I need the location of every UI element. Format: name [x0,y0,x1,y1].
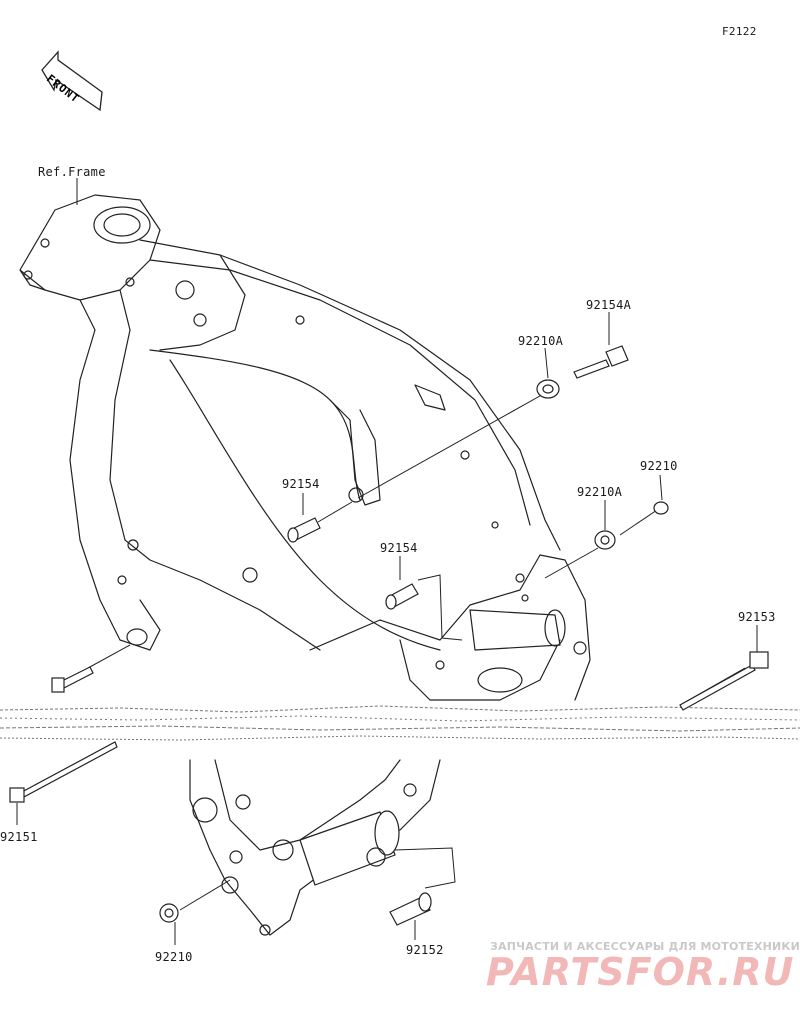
part-label[interactable]: 92154 [380,541,418,555]
part-label[interactable]: 92210 [155,950,193,964]
part-label[interactable]: 92210A [518,334,564,348]
part-label[interactable]: 92154A [586,298,632,312]
part-label[interactable]: 92210 [640,459,678,473]
part-label[interactable]: 92154 [282,477,320,491]
part-label[interactable]: 92153 [738,610,776,624]
watermark-logo: PARTSFOR.RU [486,950,795,994]
part-label[interactable]: 92210A [577,485,623,499]
figure-id-label: F2122 [722,25,757,38]
part-label[interactable]: 92151 [0,830,38,844]
part-label[interactable]: 92152 [406,943,444,957]
ref-frame-label: Ref.Frame [38,165,106,179]
watermark-tagline: ЗАПЧАСТИ И АКСЕССУАРЫ ДЛЯ МОТОТЕХНИКИ [490,940,800,953]
